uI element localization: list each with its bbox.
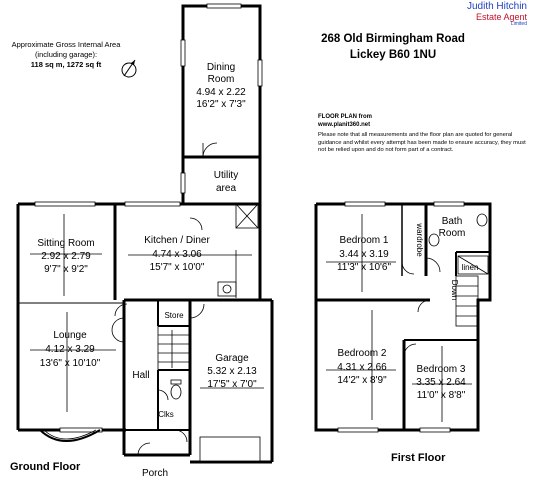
ground-floor-dimension-arrows [30, 214, 264, 412]
area-line-1: Approximate Gross Internal Area [11, 40, 121, 49]
porch-label: Porch [142, 468, 168, 479]
credit-line-2: www.planit360.net [318, 121, 371, 128]
kitchen-label: Kitchen / Diner [144, 235, 210, 246]
ground-floor-title: Ground Floor [10, 461, 81, 473]
area-line-3: 118 sq m, 1272 sq ft [30, 59, 102, 69]
credit-line-1: FLOOR PLAN from [318, 114, 372, 120]
store-label: Store [164, 311, 184, 320]
linen-label: linen [462, 263, 479, 272]
lounge-imperial: 13'6" x 10'10" [40, 358, 101, 369]
bedroom3-imperial: 11'0" x 8'8" [417, 390, 466, 401]
first-floor-doors [401, 257, 441, 357]
clks-label: Clks [158, 410, 174, 419]
bath-room-label: Bath [442, 216, 463, 227]
bedroom1-imperial: 11'3" x 10'6" [337, 262, 392, 273]
wardrobe-label: wardrobe [415, 222, 424, 257]
property-address: 268 Old Birmingham Road Lickey B60 1NU [318, 32, 468, 63]
agent-logo: Judith Hitchin Estate Agent Limited [466, 1, 527, 27]
dining-room-label-2: Room [208, 74, 235, 85]
sitting-room-metric: 2.92 x 2.79 [41, 251, 91, 262]
sitting-room-imperial: 9'7" x 9'2" [44, 264, 88, 275]
garage-imperial: 17'5" x 7'0" [207, 379, 257, 390]
utility-label-2: area [216, 183, 236, 194]
bedroom2-imperial: 14'2" x 8'9" [337, 375, 387, 386]
kitchen-metric: 4.74 x 3.06 [152, 249, 202, 260]
lounge-metric: 4.12 x 3.29 [45, 344, 95, 355]
dining-room-imperial: 16'2" x 7'3" [196, 99, 246, 110]
dining-room-metric: 4.94 x 2.22 [196, 87, 246, 98]
kitchen-imperial: 15'7" x 10'0" [150, 262, 205, 273]
bath-fittings [428, 213, 489, 275]
first-floor-windows [337, 201, 465, 433]
hall-stairs [157, 325, 191, 371]
gross-area-note: Approximate Gross Internal Area (includi… [2, 40, 130, 69]
bedroom3-label: Bedroom 3 [417, 364, 466, 375]
agent-name: Judith Hitchin [466, 1, 527, 12]
area-line-2: (including garage): [34, 49, 98, 59]
first-floor-stairs [455, 275, 479, 327]
bedroom2-metric: 4.31 x 2.66 [337, 362, 387, 373]
disclaimer-text: Please note that all measurements and th… [318, 132, 526, 154]
garage-label: Garage [215, 353, 249, 364]
bedroom3-metric: 3.35 x 2.64 [416, 377, 466, 388]
lounge-bay-window [39, 429, 101, 442]
garage-metric: 5.32 x 2.13 [207, 366, 257, 377]
floorplan-credit: FLOOR PLAN from www.planit360.net [318, 114, 372, 129]
ground-floor-doors [111, 142, 218, 456]
lounge-label: Lounge [53, 330, 87, 341]
first-floor-title: First Floor [391, 452, 446, 464]
agent-subtitle: Estate Agent [475, 11, 527, 22]
bedroom2-label: Bedroom 2 [338, 348, 387, 359]
dining-room-label: Dining [207, 62, 235, 73]
sitting-room-label: Sitting Room [37, 238, 94, 249]
compass-icon [121, 59, 137, 78]
utility-label: Utility [214, 170, 238, 181]
bedroom1-metric: 3.44 x 3.19 [339, 249, 389, 260]
address-line-1: 268 Old Birmingham Road [321, 33, 465, 45]
toilet-icon [170, 379, 182, 400]
bedroom1-label: Bedroom 1 [340, 235, 389, 246]
address-line-2: Lickey B60 1NU [349, 48, 437, 61]
first-floor-dimension-arrows [326, 214, 472, 422]
ground-floor-windows [34, 3, 263, 462]
agent-limited: Limited [510, 20, 527, 27]
hall-label: Hall [132, 370, 149, 381]
kitchen-fittings [217, 203, 259, 298]
bath-room-label-2: Room [439, 228, 466, 239]
stairs-down-label: Down [450, 280, 459, 300]
